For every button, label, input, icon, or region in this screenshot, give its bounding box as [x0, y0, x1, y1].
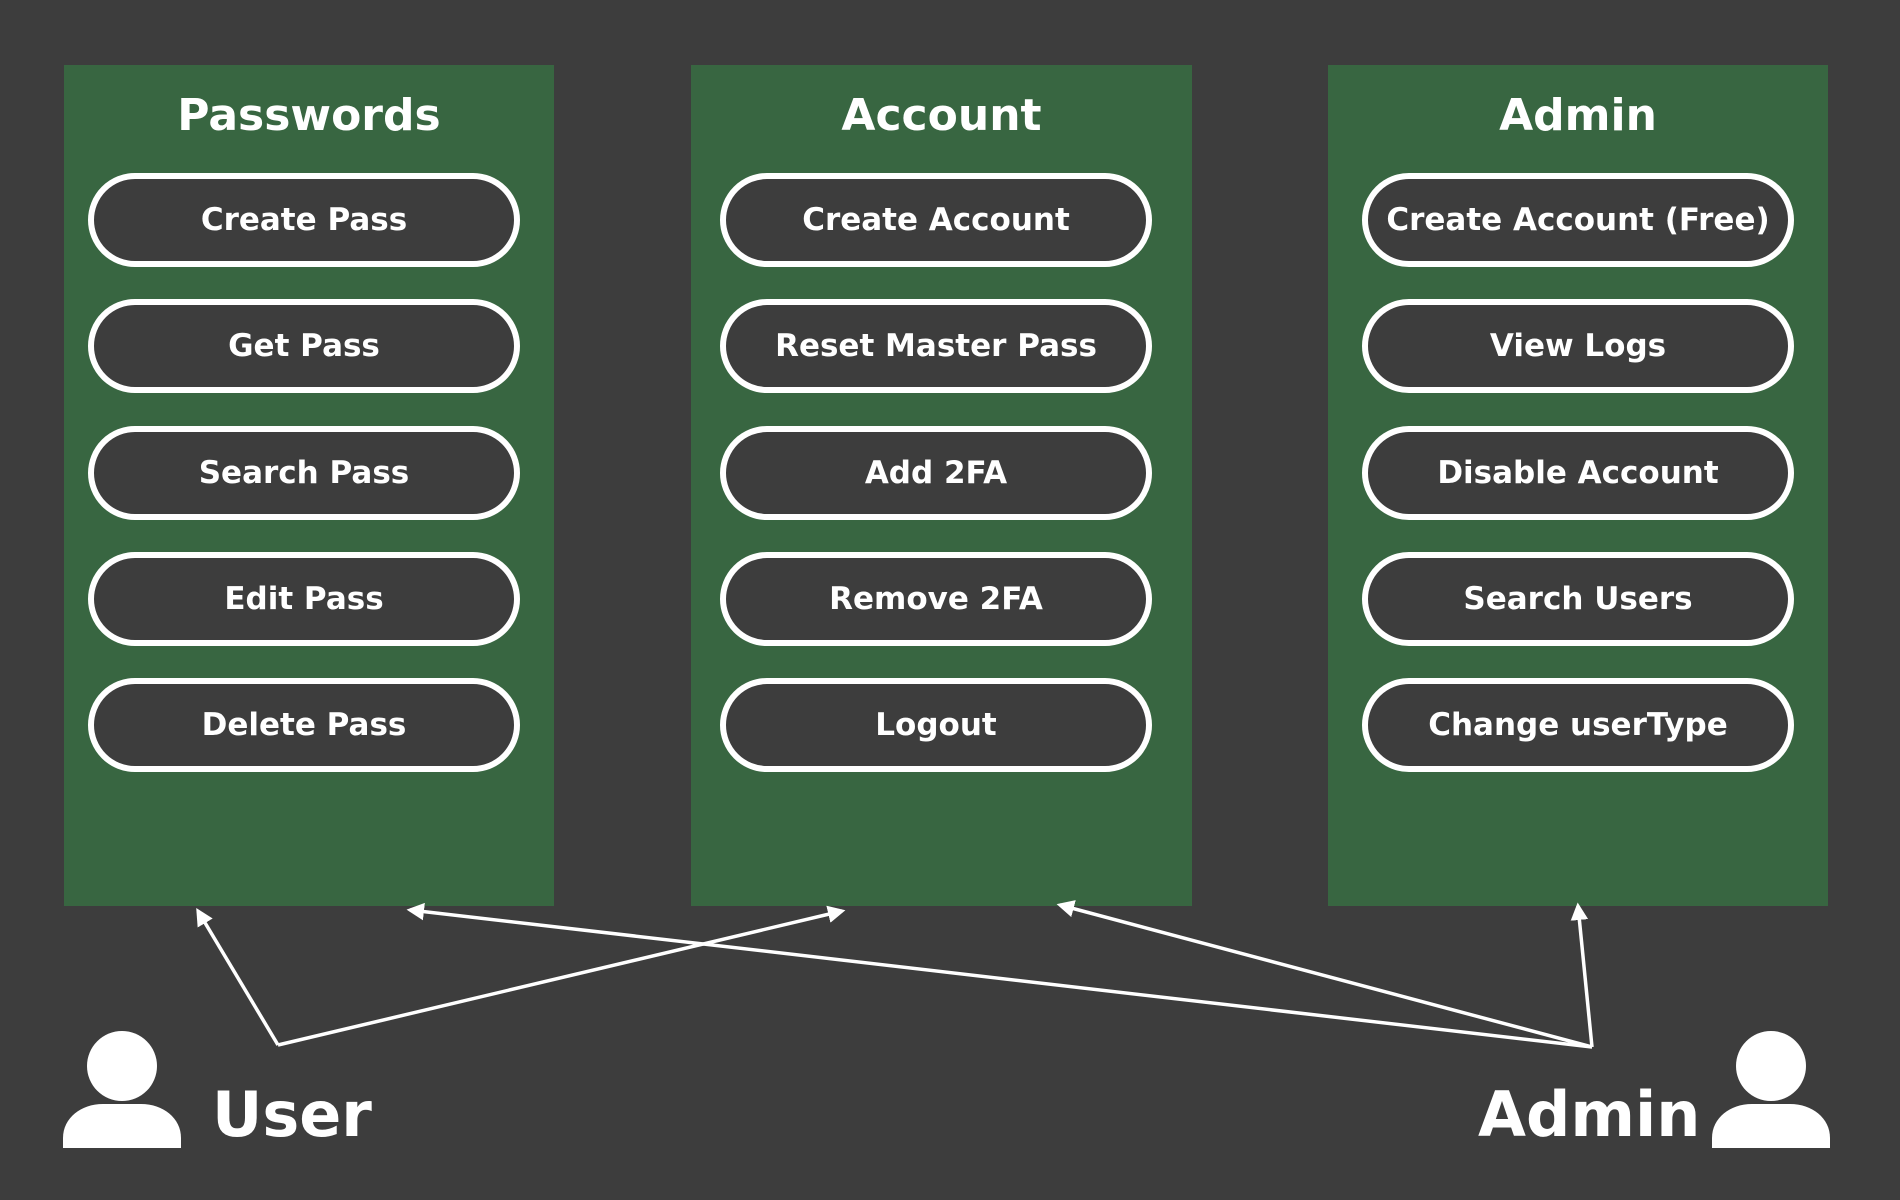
admin-user-icon [1712, 1031, 1830, 1148]
arrow-admin-to-account [1056, 900, 1593, 1049]
get-pass-button[interactable]: Get Pass [88, 299, 520, 393]
passwords-panel-title: Passwords [177, 90, 441, 141]
edit-pass-button[interactable]: Edit Pass [88, 552, 520, 646]
logout-button[interactable]: Logout [720, 678, 1152, 772]
delete-pass-button[interactable]: Delete Pass [88, 678, 520, 772]
search-users-button[interactable]: Search Users [1362, 552, 1794, 646]
create-account-button[interactable]: Create Account [720, 173, 1152, 267]
disable-account-button[interactable]: Disable Account [1362, 426, 1794, 520]
add-2fa-button[interactable]: Add 2FA [720, 426, 1152, 520]
search-pass-button[interactable]: Search Pass [88, 426, 520, 520]
arrow-user-to-passwords [196, 907, 280, 1046]
arrow-user-to-account [277, 905, 846, 1047]
arrow-admin-to-passwords [406, 902, 1593, 1049]
remove-2fa-button[interactable]: Remove 2FA [720, 552, 1152, 646]
user-label: User [212, 1078, 372, 1151]
change-usertype-button[interactable]: Change userType [1362, 678, 1794, 772]
passwords-panel: Passwords Create Pass Get Pass Search Pa… [64, 65, 554, 906]
create-account-free-button[interactable]: Create Account (Free) [1362, 173, 1794, 267]
account-panel: Account Create Account Reset Master Pass… [691, 65, 1192, 906]
admin-panel-title: Admin [1499, 90, 1657, 141]
create-pass-button[interactable]: Create Pass [88, 173, 520, 267]
admin-label: Admin [1478, 1078, 1701, 1151]
view-logs-button[interactable]: View Logs [1362, 299, 1794, 393]
user-icon [63, 1031, 181, 1148]
admin-panel: Admin Create Account (Free) View Logs Di… [1328, 65, 1828, 906]
arrow-admin-to-admin [1570, 902, 1594, 1048]
reset-master-pass-button[interactable]: Reset Master Pass [720, 299, 1152, 393]
account-panel-title: Account [841, 90, 1042, 141]
